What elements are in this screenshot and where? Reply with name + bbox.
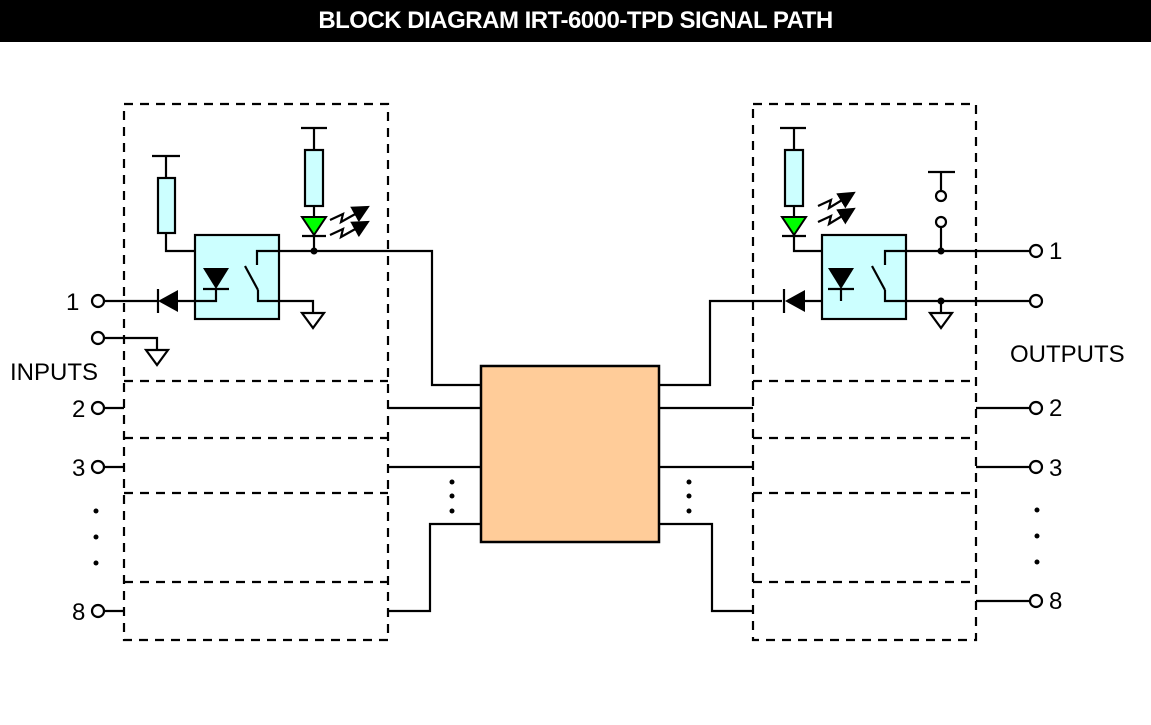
light-emission-icon <box>817 207 856 227</box>
input-terminal-2[interactable] <box>90 400 106 416</box>
inputs-group-label: INPUTS <box>10 359 98 386</box>
input-label-1: 1 <box>66 289 79 316</box>
input-terminal-3[interactable] <box>90 459 106 475</box>
output-optocoupler <box>820 233 1030 321</box>
output-terminal-1[interactable] <box>1028 243 1044 259</box>
output-ground <box>927 297 955 330</box>
input-optocoupler <box>174 233 482 387</box>
switch-icon <box>871 265 886 291</box>
output-label-1: 1 <box>1049 238 1062 265</box>
input-ground <box>104 336 171 367</box>
input-terminal-1[interactable] <box>90 293 106 309</box>
led-icon <box>780 216 808 237</box>
ground-icon <box>299 311 327 330</box>
output-label-3: 3 <box>1049 455 1062 482</box>
input-module: 1 INPUTS 2 3 8 <box>10 102 482 642</box>
input-terminal-8[interactable] <box>90 603 106 619</box>
core-right-ellipsis <box>686 479 692 514</box>
input-status-led <box>300 126 370 255</box>
diode-icon <box>158 290 178 312</box>
input-ellipsis <box>93 508 99 566</box>
input-module-border <box>122 102 390 642</box>
output-label-8: 8 <box>1049 588 1062 615</box>
photo-diode-icon <box>828 268 854 289</box>
light-emission-icon <box>329 205 370 225</box>
switch-icon <box>244 265 259 291</box>
core-left-ellipsis <box>449 479 455 514</box>
output-status-led <box>780 126 856 268</box>
input-terminal-1-return[interactable] <box>90 330 106 346</box>
output-terminal-8[interactable] <box>1028 593 1044 609</box>
light-emission-icon <box>817 191 856 211</box>
ground-icon <box>143 348 171 367</box>
output-module-border <box>751 102 978 642</box>
diode-icon <box>785 290 805 312</box>
photo-diode-icon <box>203 268 229 289</box>
core-processing-block <box>479 364 661 544</box>
input-pullup-resistor <box>152 154 218 268</box>
output-ellipsis <box>1034 507 1040 565</box>
output-module: 1 OUTPUTS 2 3 8 <box>659 102 1125 642</box>
output-pullup-jumper <box>928 170 955 255</box>
diagram-title: BLOCK DIAGRAM IRT-6000-TPD SIGNAL PATH <box>0 0 1151 42</box>
light-emission-icon <box>329 220 370 240</box>
output-terminal-3[interactable] <box>1028 459 1044 475</box>
output-label-2: 2 <box>1049 395 1062 422</box>
input-label-3: 3 <box>72 455 85 482</box>
input-series-diode <box>104 289 178 313</box>
input-label-2: 2 <box>72 396 85 423</box>
output-terminal-2[interactable] <box>1028 400 1044 416</box>
output-terminal-1-return[interactable] <box>1028 293 1044 309</box>
input-label-8: 8 <box>72 599 85 626</box>
led-icon <box>300 216 328 237</box>
ground-icon <box>927 311 955 330</box>
outputs-group-label: OUTPUTS <box>1010 341 1125 368</box>
